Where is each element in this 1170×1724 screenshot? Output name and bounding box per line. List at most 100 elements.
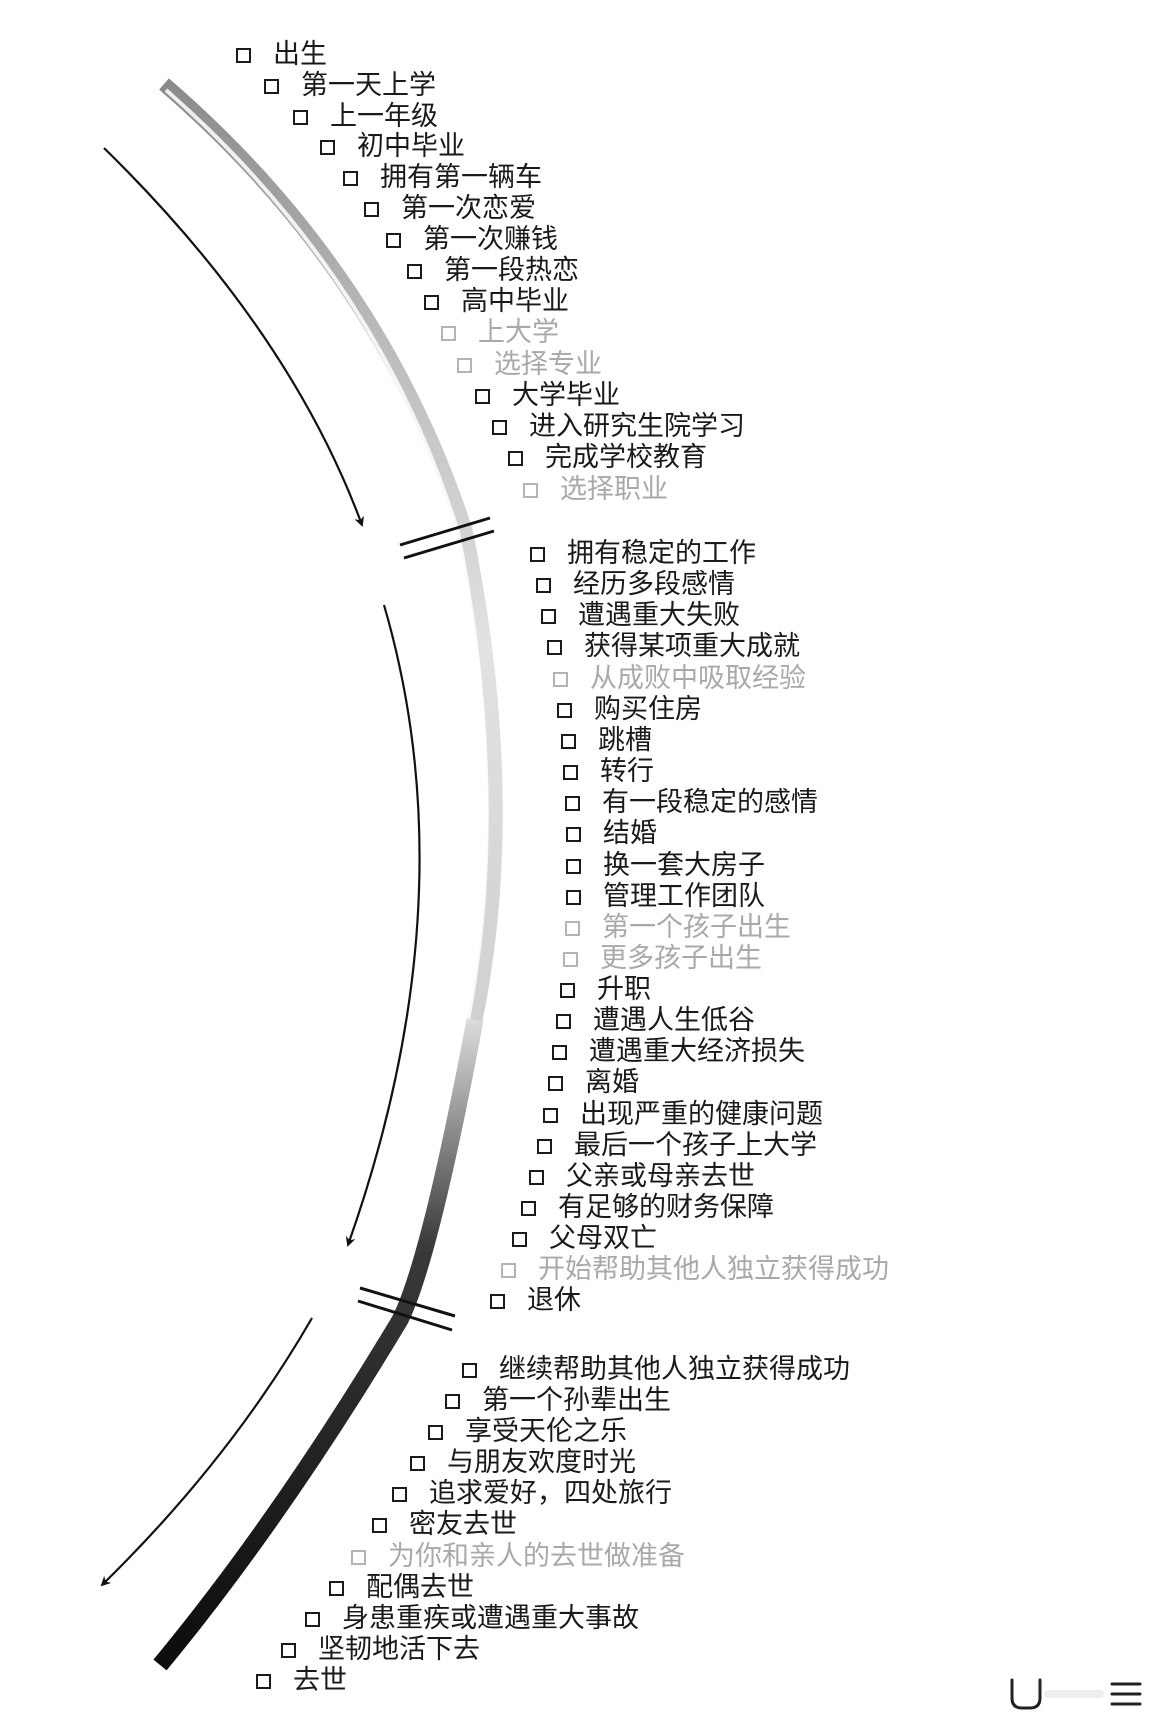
milestone-item: 换一套大房子 xyxy=(566,851,765,881)
checkbox-icon[interactable] xyxy=(556,1013,571,1029)
checkbox-icon[interactable] xyxy=(543,1107,558,1123)
checkbox-icon[interactable] xyxy=(305,1611,320,1627)
milestone-label: 出生 xyxy=(273,39,327,70)
milestone-item: 出生 xyxy=(236,40,327,70)
milestone-label: 拥有稳定的工作 xyxy=(567,538,756,569)
milestone-label: 继续帮助其他人独立获得成功 xyxy=(499,1354,850,1385)
checkbox-icon[interactable] xyxy=(293,109,308,125)
milestone-item: 有足够的财务保障 xyxy=(521,1193,774,1223)
checkbox-icon[interactable] xyxy=(351,1549,366,1565)
milestone-item: 选择专业 xyxy=(457,350,602,380)
milestone-label: 更多孩子出生 xyxy=(600,943,762,974)
checkbox-icon[interactable] xyxy=(475,388,490,404)
milestone-label: 享受天伦之乐 xyxy=(465,1416,627,1447)
checkbox-icon[interactable] xyxy=(537,1138,552,1154)
milestone-label: 第一次恋爱 xyxy=(401,193,536,224)
milestone-item: 大学毕业 xyxy=(475,381,620,411)
checkbox-icon[interactable] xyxy=(565,920,580,936)
checkbox-icon[interactable] xyxy=(236,47,251,63)
milestone-label: 第一次赚钱 xyxy=(423,224,558,255)
life-band-upper-inner xyxy=(164,88,489,1021)
checkbox-icon[interactable] xyxy=(552,1044,567,1060)
checkbox-icon[interactable] xyxy=(566,826,581,842)
checkbox-icon[interactable] xyxy=(410,1455,425,1471)
checkbox-icon[interactable] xyxy=(428,1424,443,1440)
milestone-label: 身患重疾或遭遇重大事故 xyxy=(342,1603,639,1634)
arrow-icon xyxy=(100,1317,313,1587)
checkbox-icon[interactable] xyxy=(343,170,358,186)
checkbox-icon[interactable] xyxy=(529,1169,544,1185)
checkbox-icon[interactable] xyxy=(560,982,575,998)
milestone-label: 从成败中吸取经验 xyxy=(590,663,806,694)
checkbox-icon[interactable] xyxy=(508,450,523,466)
checkbox-icon[interactable] xyxy=(536,577,551,593)
checkbox-icon[interactable] xyxy=(548,1075,563,1091)
checkbox-icon[interactable] xyxy=(320,139,335,155)
milestone-label: 离婚 xyxy=(585,1067,639,1098)
milestone-item: 上一年级 xyxy=(293,102,438,132)
checkbox-icon[interactable] xyxy=(561,733,576,749)
checkbox-icon[interactable] xyxy=(553,671,568,687)
checkbox-icon[interactable] xyxy=(281,1642,296,1658)
checkbox-icon[interactable] xyxy=(523,482,538,498)
checkbox-icon[interactable] xyxy=(492,419,507,435)
milestone-item: 高中毕业 xyxy=(424,287,569,317)
milestone-label: 拥有第一辆车 xyxy=(380,162,542,193)
checkbox-icon[interactable] xyxy=(424,294,439,310)
milestone-label: 跳槽 xyxy=(598,725,652,756)
milestone-item: 进入研究生院学习 xyxy=(492,412,745,442)
milestone-item: 离婚 xyxy=(548,1068,639,1098)
checkbox-icon[interactable] xyxy=(392,1486,407,1502)
milestone-label: 第一天上学 xyxy=(301,70,436,101)
checkbox-icon[interactable] xyxy=(364,201,379,217)
milestone-item: 购买住房 xyxy=(557,695,702,725)
milestone-item: 初中毕业 xyxy=(320,132,465,162)
checkbox-icon[interactable] xyxy=(441,325,456,341)
milestone-item: 选择职业 xyxy=(523,475,668,505)
checkbox-icon[interactable] xyxy=(541,608,556,624)
checkbox-icon[interactable] xyxy=(512,1231,527,1247)
milestone-item: 与朋友欢度时光 xyxy=(410,1448,636,1478)
checkbox-icon[interactable] xyxy=(372,1517,387,1533)
checkbox-icon[interactable] xyxy=(547,639,562,655)
milestone-label: 遭遇重大失败 xyxy=(578,600,740,631)
checkbox-icon[interactable] xyxy=(329,1580,344,1596)
checkbox-icon[interactable] xyxy=(407,263,422,279)
checkbox-icon[interactable] xyxy=(501,1262,516,1278)
checkbox-icon[interactable] xyxy=(566,889,581,905)
milestone-item: 完成学校教育 xyxy=(508,443,707,473)
checkbox-icon[interactable] xyxy=(256,1673,271,1689)
milestone-item: 遭遇人生低谷 xyxy=(556,1006,755,1036)
milestone-label: 经历多段感情 xyxy=(573,569,735,600)
milestone-item: 开始帮助其他人独立获得成功 xyxy=(501,1255,889,1285)
arrow-icon xyxy=(345,604,421,1247)
checkbox-icon[interactable] xyxy=(557,702,572,718)
milestone-item: 父母双亡 xyxy=(512,1224,657,1254)
checkbox-icon[interactable] xyxy=(530,546,545,562)
checkbox-icon[interactable] xyxy=(462,1362,477,1378)
milestone-label: 转行 xyxy=(600,756,654,787)
milestone-label: 升职 xyxy=(597,974,651,1005)
milestone-label: 密友去世 xyxy=(409,1509,517,1540)
milestone-label: 父母双亡 xyxy=(549,1223,657,1254)
comment-icon[interactable] xyxy=(1000,1674,1150,1714)
milestone-item: 第一个孙辈出生 xyxy=(445,1386,671,1416)
checkbox-icon[interactable] xyxy=(457,357,472,373)
checkbox-icon[interactable] xyxy=(264,78,279,94)
milestone-item: 转行 xyxy=(563,757,654,787)
checkbox-icon[interactable] xyxy=(563,951,578,967)
milestone-item: 追求爱好，四处旅行 xyxy=(392,1479,672,1509)
checkbox-icon[interactable] xyxy=(521,1200,536,1216)
checkbox-icon[interactable] xyxy=(445,1393,460,1409)
checkbox-icon[interactable] xyxy=(490,1293,505,1309)
checkbox-icon[interactable] xyxy=(565,795,580,811)
milestone-label: 结婚 xyxy=(603,818,657,849)
milestone-label: 选择专业 xyxy=(494,349,602,380)
checkbox-icon[interactable] xyxy=(386,232,401,248)
checkbox-icon[interactable] xyxy=(563,764,578,780)
milestone-label: 最后一个孩子上大学 xyxy=(574,1130,817,1161)
checkbox-icon[interactable] xyxy=(566,858,581,874)
milestone-item: 第一天上学 xyxy=(264,71,436,101)
milestone-item: 父亲或母亲去世 xyxy=(529,1162,755,1192)
